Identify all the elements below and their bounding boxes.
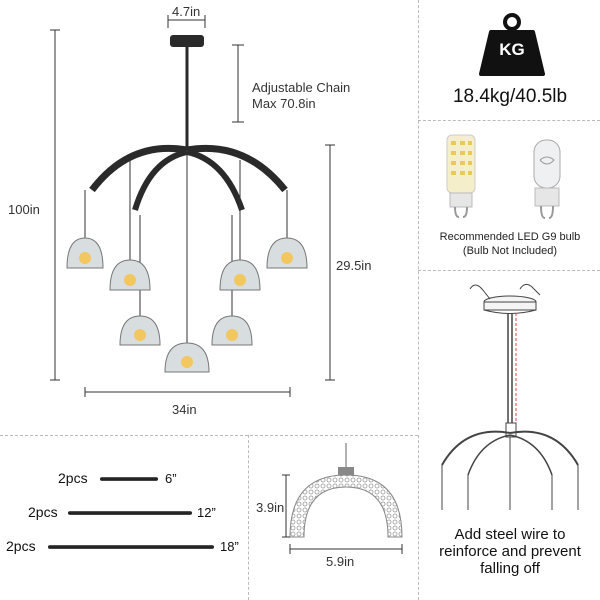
rod-qty-1: 2pcs xyxy=(58,470,88,486)
shade-height-label: 3.9in xyxy=(256,500,285,515)
divider-bulb-steel xyxy=(418,270,600,271)
bulb-caption-line1: Recommended LED G9 bulb xyxy=(439,231,581,243)
weight-value: 18.4kg/40.5lb xyxy=(452,86,568,107)
glass-shade-illustration xyxy=(282,443,403,554)
total-height-label: 100in xyxy=(8,202,40,217)
divider-vertical-top xyxy=(418,0,419,430)
chandelier-illustration xyxy=(50,15,335,397)
chain-label-line1: Adjustable Chain xyxy=(252,80,351,95)
steel-caption-line3: falling off xyxy=(480,560,540,577)
rod-qty-2: 2pcs xyxy=(28,504,58,520)
bulb-caption-line2: (Bulb Not Included) xyxy=(462,245,558,257)
width-label: 34in xyxy=(172,402,197,417)
chain-label-line2: Max 70.8in xyxy=(252,96,316,111)
rod-6in xyxy=(100,477,158,481)
body-height-label: 29.5in xyxy=(336,258,372,273)
rod-qty-3: 2pcs xyxy=(6,538,36,554)
divider-rods-shade xyxy=(248,435,249,600)
shade-width-label: 5.9in xyxy=(326,554,355,569)
rod-12in xyxy=(68,511,192,515)
divider-horizontal-bottom xyxy=(0,435,418,436)
halogen-bulb-icon xyxy=(533,139,561,219)
weight-badge-text: KG xyxy=(499,40,525,59)
steel-caption-line1: Add steel wire to xyxy=(454,526,566,543)
divider-shade-steel xyxy=(418,435,419,600)
canopy-width-label: 4.7in xyxy=(172,4,201,19)
weight-icon xyxy=(479,13,545,76)
divider-weight-bulb xyxy=(418,120,600,121)
steel-caption-line2: reinforce and prevent xyxy=(439,543,581,560)
rod-length-2: 12” xyxy=(197,505,216,520)
rod-length-3: 18” xyxy=(220,539,239,554)
rod-18in xyxy=(48,545,214,549)
steel-wire-illustration xyxy=(441,283,579,510)
led-bulb-icon xyxy=(446,134,476,218)
rod-length-1: 6” xyxy=(165,471,177,486)
